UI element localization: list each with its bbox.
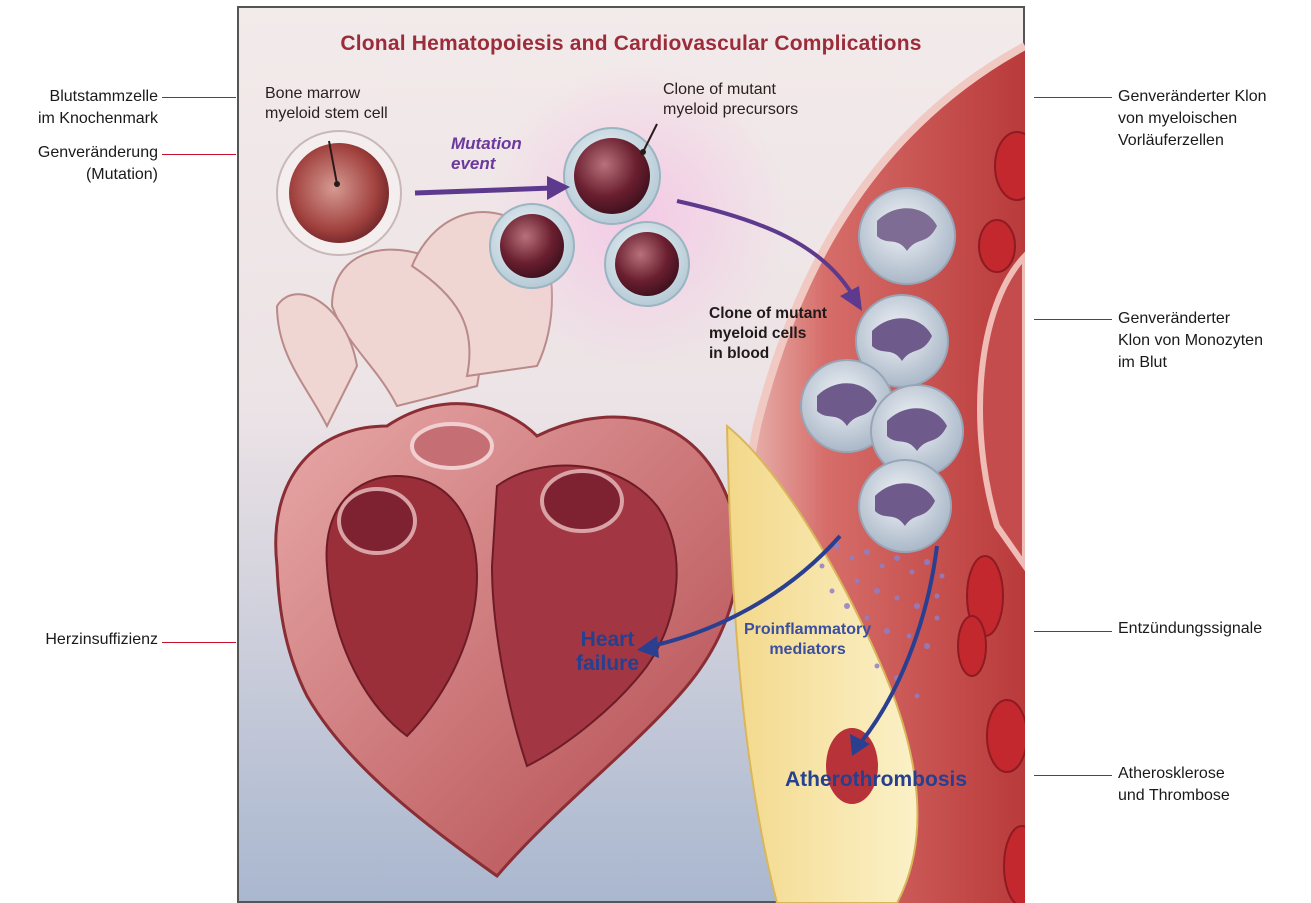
- label-inflammation-de: Entzündungssignale: [1118, 618, 1262, 640]
- caption-atherothrombosis: Atherothrombosis: [785, 768, 967, 792]
- label-stem-cell-de: Blutstammzelle im Knochenmark: [38, 86, 158, 130]
- label-precursor-clone-de: Genveränderter Klon von myeloischen Vorl…: [1118, 86, 1267, 152]
- leader-line-heart-failure: [162, 642, 236, 643]
- caption-precursors: Clone of mutant myeloid precursors: [663, 80, 798, 120]
- figure-title: Clonal Hematopoiesis and Cardiovascular …: [237, 32, 1025, 56]
- label-heart-failure-de: Herzinsuffizienz: [45, 629, 158, 651]
- caption-blood-cells: Clone of mutant myeloid cells in blood: [709, 304, 827, 364]
- caption-mediators: Proinflammatory mediators: [744, 620, 871, 660]
- leader-line-inflammation: [1034, 631, 1112, 632]
- caption-heart-failure: Heart failure: [576, 628, 639, 676]
- label-mutation-de: Genveränderung (Mutation): [38, 142, 158, 186]
- medical-illustration: Clonal Hematopoiesis and Cardiovascular …: [237, 6, 1025, 903]
- leader-line-monocyte-clone: [1034, 319, 1112, 320]
- leader-line-stem-cell: [162, 97, 236, 98]
- leader-line-mutation: [162, 154, 236, 155]
- stem-cell: [277, 131, 401, 255]
- caption-stem-cell: Bone marrow myeloid stem cell: [265, 84, 388, 124]
- caption-mutation-event: Mutation event: [451, 134, 522, 174]
- leader-line-atherosclerosis: [1034, 775, 1112, 776]
- label-atherosclerosis-de: Atherosklerose und Thrombose: [1118, 763, 1230, 807]
- leader-line-precursor-clone: [1034, 97, 1112, 98]
- label-monocyte-clone-de: Genveränderter Klon von Monozyten im Blu…: [1118, 308, 1263, 374]
